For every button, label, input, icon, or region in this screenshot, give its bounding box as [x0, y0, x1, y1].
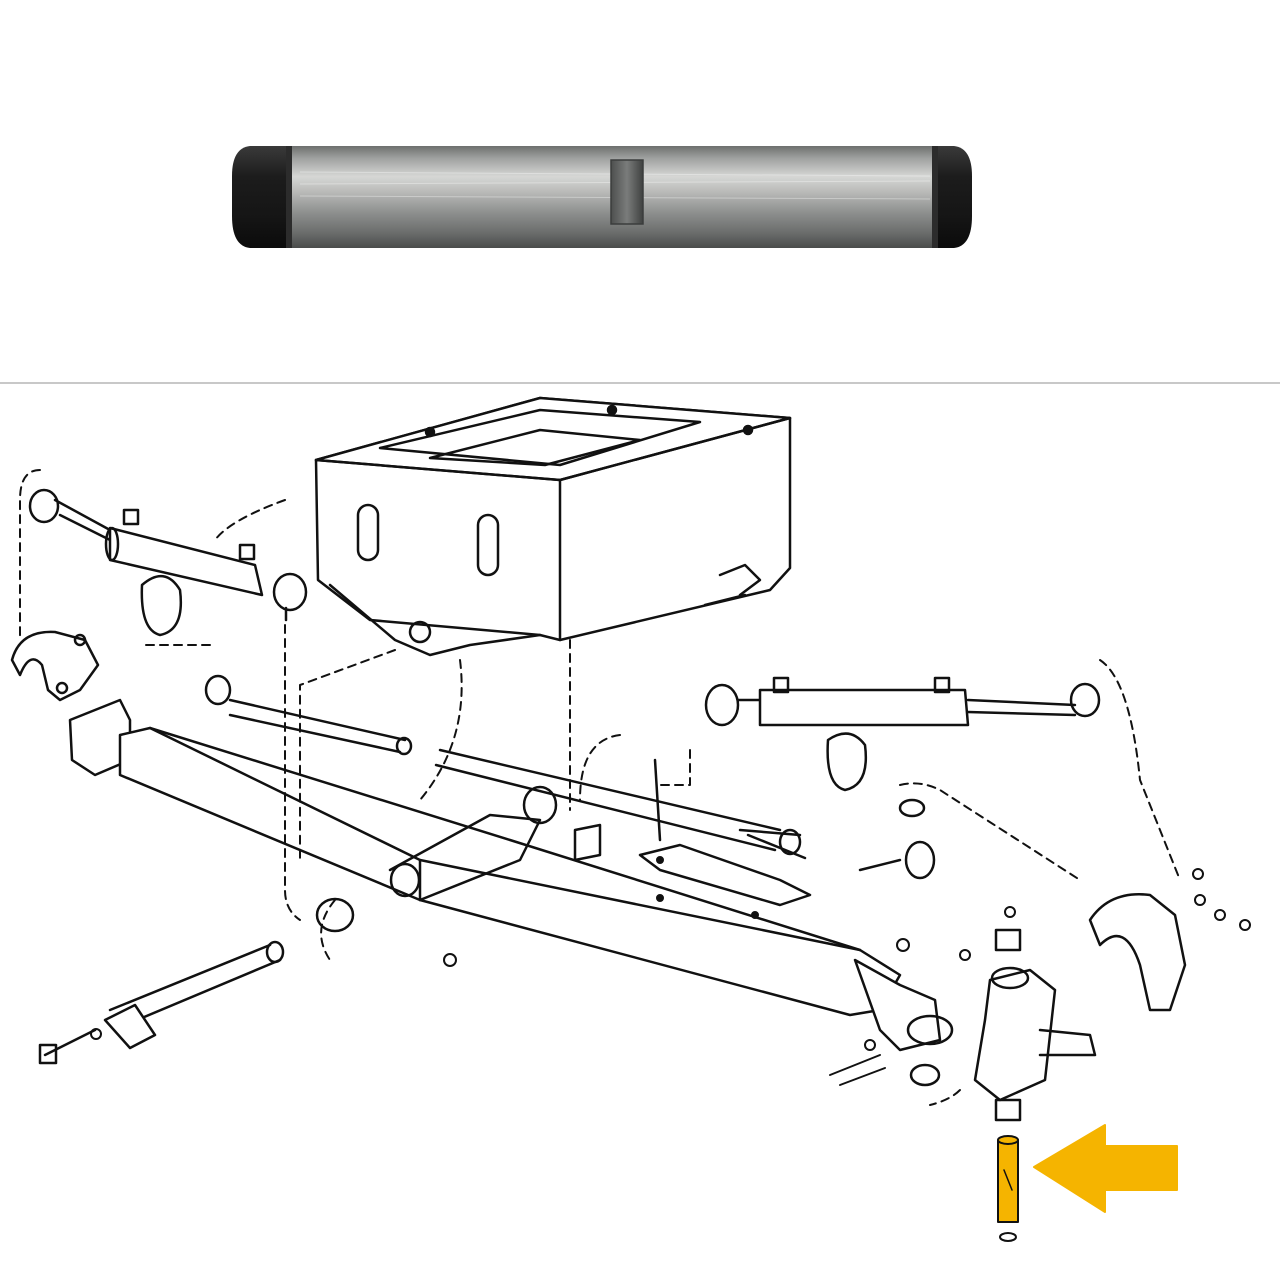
left-steering-arm — [10, 630, 100, 702]
center-bracket — [573, 758, 812, 907]
front-axle-exploded-diagram-icon — [10, 396, 1251, 1242]
pin-keyway-slot — [610, 159, 644, 225]
highlighted-king-pin — [997, 1135, 1019, 1242]
axle-beam — [68, 698, 902, 1017]
section-divider — [0, 382, 1280, 384]
tie-rod — [204, 674, 802, 856]
pin-left-cap — [232, 146, 292, 248]
right-to-left-arrow-icon — [1033, 1124, 1178, 1213]
pin-right-cap — [936, 146, 972, 248]
product-photo — [0, 0, 1280, 382]
king-pin-photo-icon — [232, 146, 972, 248]
engine-housing — [314, 396, 792, 657]
front-axle-diagram — [0, 384, 1280, 1280]
fasteners — [90, 856, 1251, 1086]
spindle-knuckle — [853, 798, 1187, 1122]
assembly-leader-lines — [19, 469, 1181, 1106]
right-steering-cylinder — [704, 676, 1101, 792]
radius-rod — [38, 940, 285, 1065]
left-steering-cylinder — [28, 488, 308, 637]
